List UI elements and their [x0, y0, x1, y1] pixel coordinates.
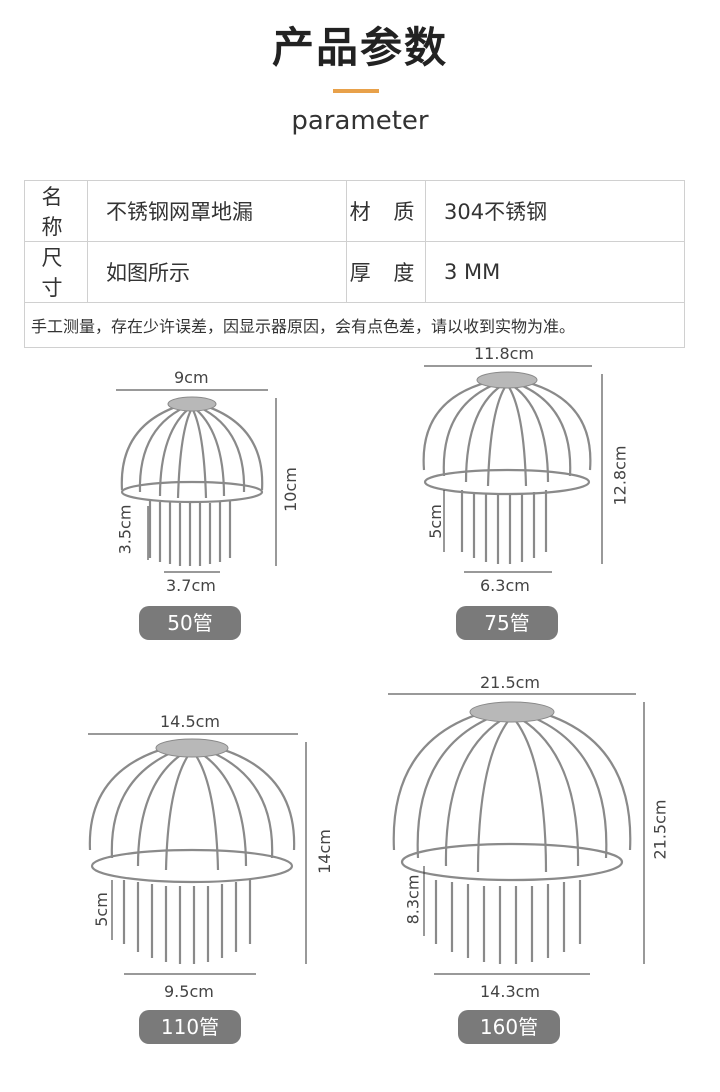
page-title: 产品参数 — [271, 23, 448, 72]
param-size-value: 如图所示 — [87, 241, 347, 303]
parameter-table: 名 称 不锈钢网罩地漏 材 质 304不锈钢 尺 寸 如图所示 厚 度 3 MM… — [24, 180, 685, 348]
table-row: 尺 寸 如图所示 厚 度 3 MM — [24, 241, 685, 303]
size-badge: 75管 — [456, 606, 558, 640]
dim-bottom-width: 14.3cm — [480, 982, 541, 1001]
param-material-value: 304不锈钢 — [425, 180, 685, 242]
dim-stem-height: 8.3cm — [403, 874, 423, 925]
dim-top-width: 9cm — [174, 368, 209, 387]
measurement-note: 手工测量，存在少许误差，因显示器原因，会有点色差，请以收到实物为准。 — [24, 302, 685, 348]
param-thickness-value: 3 MM — [425, 241, 685, 303]
dim-top-width: 11.8cm — [474, 344, 535, 363]
dim-top-width: 21.5cm — [480, 673, 541, 692]
size-badge: 50管 — [139, 606, 241, 640]
table-row: 手工测量，存在少许误差，因显示器原因，会有点色差，请以收到实物为准。 — [24, 302, 685, 348]
param-name-value: 不锈钢网罩地漏 — [87, 180, 347, 242]
dim-top-width: 14.5cm — [160, 712, 221, 731]
dim-bottom-width: 9.5cm — [164, 982, 214, 1001]
dim-height: 21.5cm — [650, 799, 670, 860]
title-accent-bar — [333, 89, 379, 93]
param-name-label: 名 称 — [24, 180, 88, 242]
dim-bottom-width: 3.7cm — [166, 576, 216, 595]
size-badge: 110管 — [139, 1010, 241, 1044]
dim-bottom-width: 6.3cm — [480, 576, 530, 595]
page-subtitle: parameter — [291, 106, 429, 136]
param-size-label: 尺 寸 — [24, 241, 88, 303]
param-thickness-label: 厚 度 — [346, 241, 426, 303]
size-badge: 160管 — [458, 1010, 560, 1044]
table-row: 名 称 不锈钢网罩地漏 材 质 304不锈钢 — [24, 180, 685, 242]
